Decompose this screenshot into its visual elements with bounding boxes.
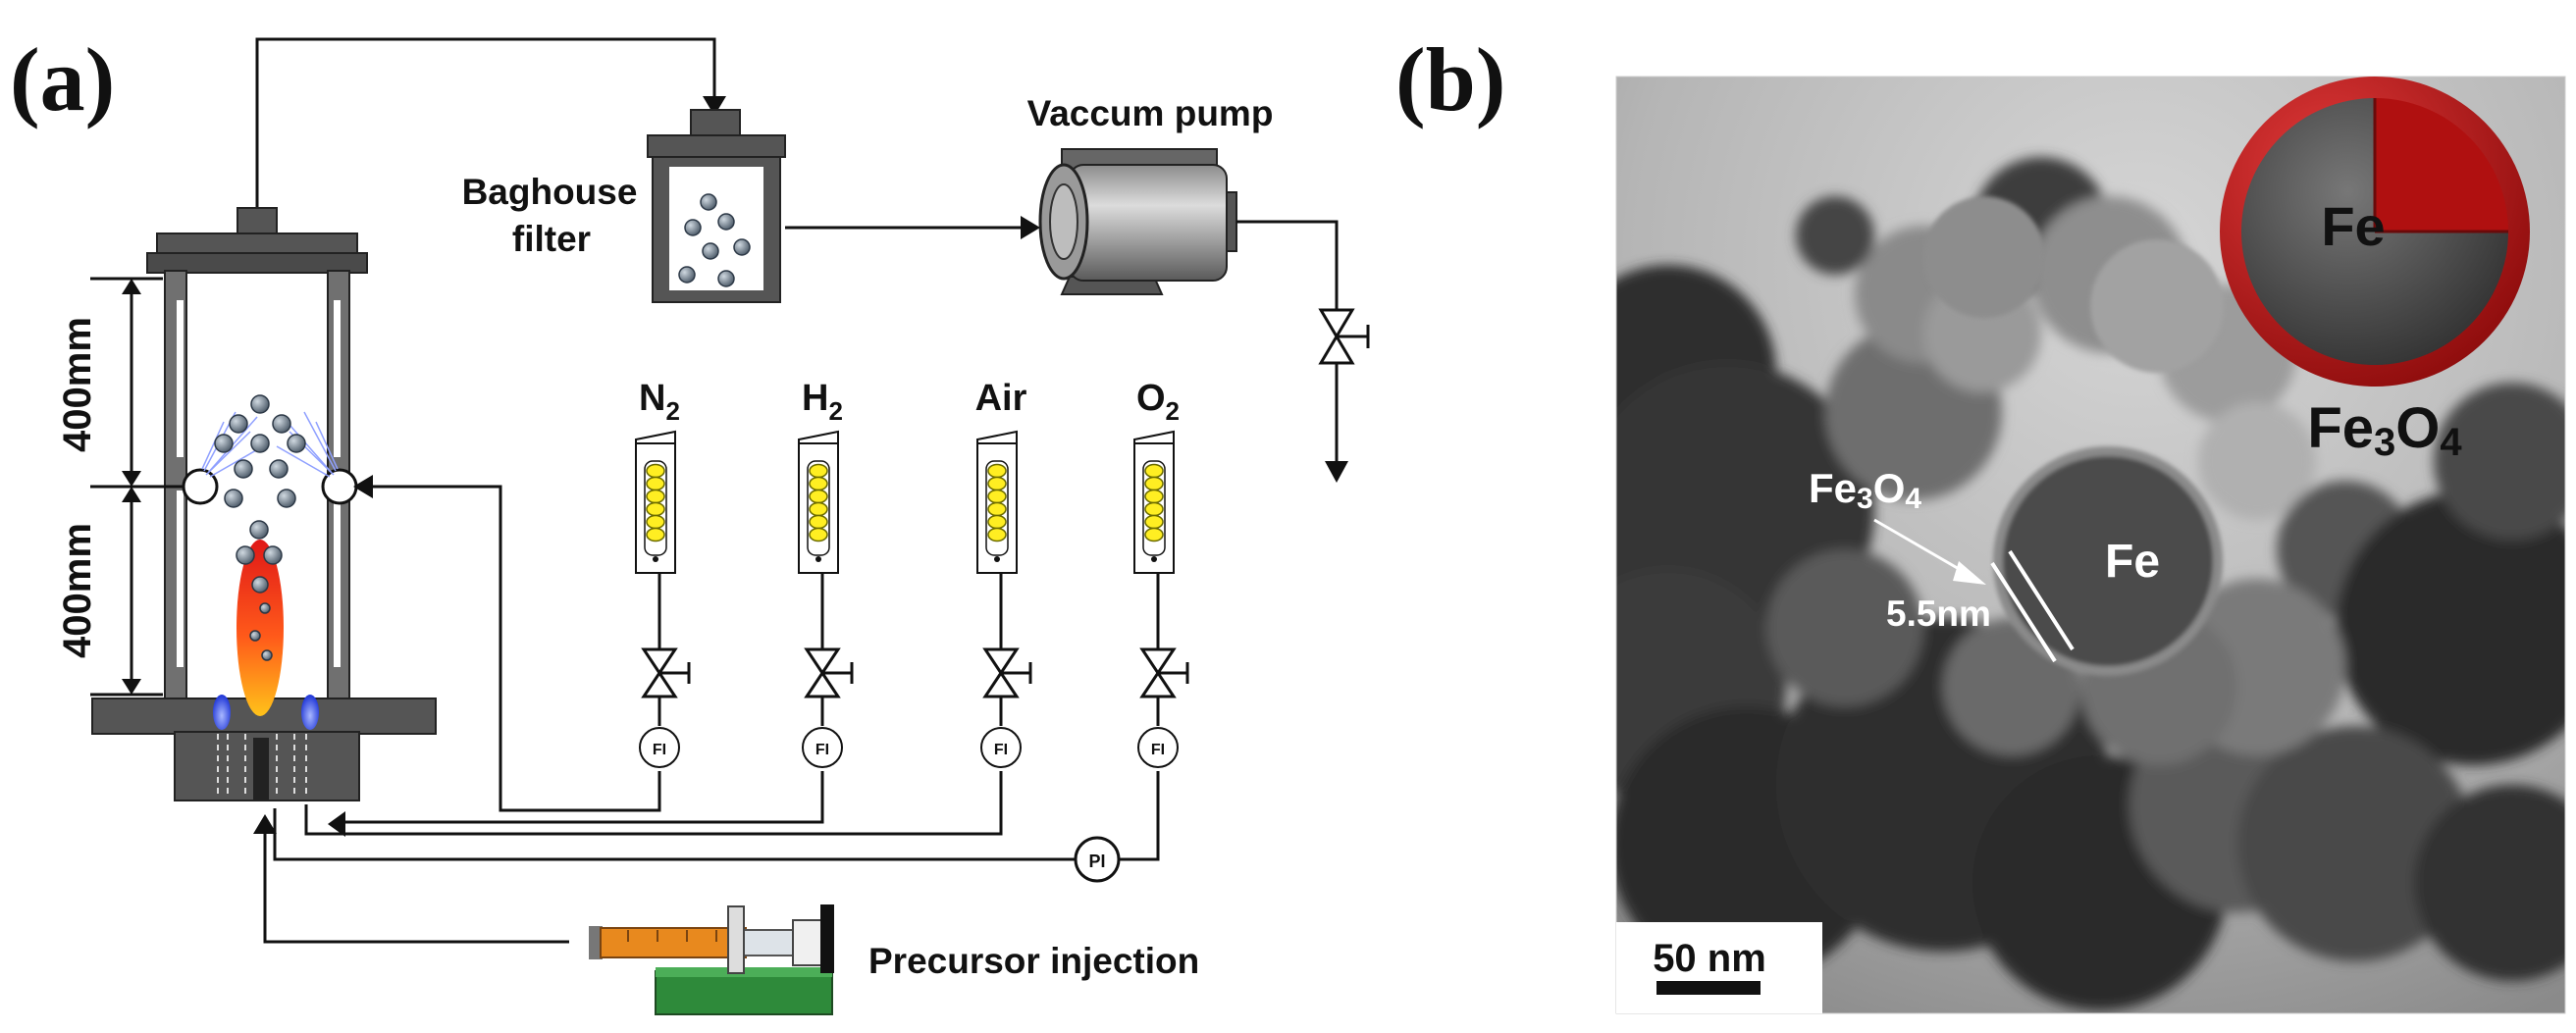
exhaust-line (255, 37, 726, 209)
scale-bar-label: 50 nm (1653, 937, 1766, 980)
flow-indicator (639, 727, 680, 768)
flow-indicator-label: FI (815, 742, 829, 758)
tem-thickness-lines (1990, 549, 2075, 663)
exhaust-valve (1318, 308, 1370, 365)
baghouse-label-1: Baghouse (462, 172, 638, 212)
tem-particle (2198, 402, 2316, 520)
dimension-lines (90, 277, 183, 697)
flow-indicator (802, 727, 843, 768)
tem-particle (1766, 549, 1923, 706)
dim-lower-label: 400mm (56, 523, 99, 658)
gas-trains: FI FI FI FI (635, 430, 1189, 768)
flow-indicator-label: FI (994, 742, 1008, 758)
scale-bar-box (1616, 922, 1822, 1013)
scale-bar (1656, 981, 1761, 995)
tem-core-label: Fe (2105, 536, 2160, 588)
tem-particle (1796, 196, 1874, 275)
baghouse-label-2: filter (512, 219, 591, 259)
tem-particle (2237, 726, 2473, 961)
tem-shell-arrow (1873, 518, 1986, 585)
flow-indicator (1137, 727, 1179, 768)
gas-label-h2: H2 (802, 378, 843, 426)
tem-thickness-label: 5.5nm (1886, 594, 1991, 634)
shell-label: Fe3O4 (2307, 396, 2462, 464)
vacuum-pump (1038, 148, 1237, 295)
pressure-indicator-label: PI (1088, 852, 1105, 871)
flame (237, 540, 284, 716)
core-shell-model (2220, 77, 2530, 387)
tem-particle (2336, 491, 2565, 765)
gas-train-h2: FI (798, 430, 854, 768)
gas-label-n2: N2 (639, 378, 680, 426)
gas-train-air: FI (976, 430, 1032, 768)
baghouse-filter (647, 109, 786, 303)
panel-a-label: (a) (10, 29, 115, 129)
syringe-pump (589, 904, 834, 1015)
flow-indicator-label: FI (1151, 742, 1165, 758)
gas-train-o2: FI (1133, 430, 1189, 768)
precursor-line (253, 814, 569, 944)
blue-flame-right (301, 695, 319, 730)
tem-particle (2414, 785, 2565, 981)
blue-flame-left (213, 695, 231, 730)
core-label: Fe (2321, 195, 2385, 257)
gas-label-o2: O2 (1136, 378, 1180, 426)
gas-supply-lines (273, 475, 1160, 883)
pump-label: Vaccum pump (1027, 93, 1274, 133)
panel-b-label: (b) (1395, 29, 1505, 129)
pump-exhaust-line (1236, 220, 1348, 483)
dim-upper-label: 400mm (56, 317, 99, 452)
gas-train-n2: FI (635, 430, 691, 768)
flow-indicator (980, 727, 1022, 768)
left-ring-inlet (182, 468, 219, 505)
baghouse-to-pump-line (785, 216, 1040, 239)
tem-particle (2434, 383, 2565, 540)
gas-label-air: Air (975, 378, 1027, 419)
particles (214, 394, 306, 661)
precursor-label: Precursor injection (868, 941, 1199, 981)
flow-indicator-label: FI (653, 742, 666, 758)
tem-shell-label: Fe3O4 (1809, 465, 1921, 515)
